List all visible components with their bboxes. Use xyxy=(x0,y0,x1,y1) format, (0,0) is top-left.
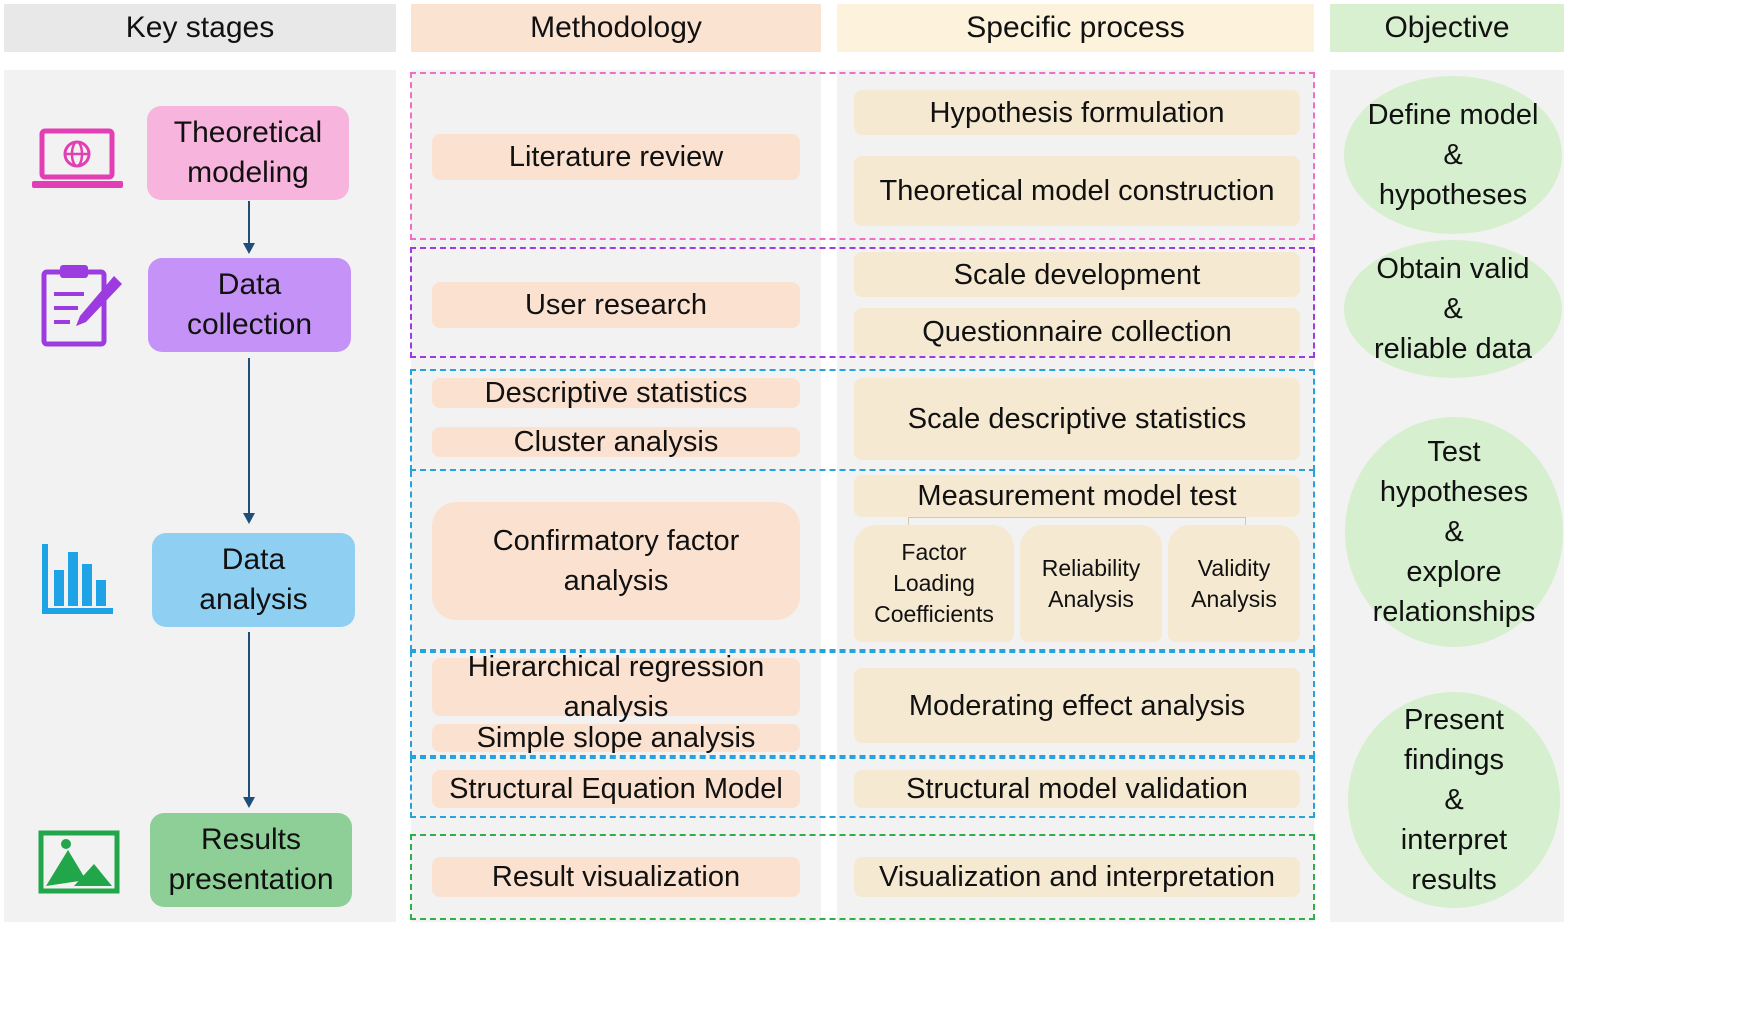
stage-results-presentation: Results presentation xyxy=(150,813,352,907)
method-structural-equation-model: Structural Equation Model xyxy=(432,770,800,808)
header-specific-process: Specific process xyxy=(837,4,1314,52)
stage-theoretical-modeling: Theoretical modeling xyxy=(147,106,349,200)
group-regression xyxy=(410,651,1315,757)
stage-data-analysis: Data analysis xyxy=(152,533,355,627)
objective-test-hypotheses: Test hypotheses & explore relationships xyxy=(1345,417,1563,647)
key-stages-column xyxy=(4,70,396,922)
header-objective: Objective xyxy=(1330,4,1564,52)
process-visualization-interpretation: Visualization and interpretation xyxy=(854,857,1300,897)
method-simple-slope: Simple slope analysis xyxy=(432,722,800,754)
group-cfa xyxy=(410,471,1315,651)
process-structural-model-validation: Structural model validation xyxy=(854,770,1300,808)
process-measurement-model-test: Measurement model test xyxy=(854,475,1300,517)
group-results-presentation xyxy=(410,834,1315,920)
process-questionnaire-collection: Questionnaire collection xyxy=(854,308,1300,356)
group-descriptive xyxy=(410,369,1315,471)
arrow-2 xyxy=(248,358,250,514)
stage-data-collection: Data collection xyxy=(148,258,351,352)
group-data-collection xyxy=(410,247,1315,358)
objective-define-model: Define model & hypotheses xyxy=(1344,76,1562,234)
method-user-research: User research xyxy=(432,282,800,328)
method-confirmatory-factor-analysis: Confirmatory factor analysis xyxy=(432,502,800,620)
arrow-1 xyxy=(248,201,250,244)
process-scale-descriptive-statistics: Scale descriptive statistics xyxy=(854,378,1300,460)
bar-chart-icon xyxy=(42,544,113,614)
arrow-3 xyxy=(248,632,250,798)
process-moderating-effect: Moderating effect analysis xyxy=(854,668,1300,743)
group-sem xyxy=(410,757,1315,818)
process-hypothesis-formulation: Hypothesis formulation xyxy=(854,90,1300,135)
header-methodology: Methodology xyxy=(411,4,821,52)
objective-present-findings: Present findings & interpret results xyxy=(1348,692,1560,908)
objective-obtain-data: Obtain valid & reliable data xyxy=(1344,240,1562,378)
clipboard-pencil-icon xyxy=(41,265,122,347)
process-reliability-analysis: Reliability Analysis xyxy=(1020,525,1162,642)
arrow-3-head xyxy=(243,797,255,808)
process-theoretical-model-construction: Theoretical model construction xyxy=(854,156,1300,226)
laptop-globe-icon xyxy=(32,128,123,188)
measurement-bracket xyxy=(908,517,1246,525)
process-scale-development: Scale development xyxy=(854,252,1300,297)
method-result-visualization: Result visualization xyxy=(432,857,800,897)
method-literature-review: Literature review xyxy=(432,134,800,180)
process-validity-analysis: Validity Analysis xyxy=(1168,525,1300,642)
arrow-2-head xyxy=(243,513,255,524)
header-key-stages: Key stages xyxy=(4,4,396,52)
picture-icon xyxy=(38,830,120,894)
group-theoretical-modeling xyxy=(410,72,1315,240)
process-factor-loading: Factor Loading Coefficients xyxy=(854,525,1014,642)
method-cluster-analysis: Cluster analysis xyxy=(432,426,800,458)
arrow-1-head xyxy=(243,243,255,254)
method-descriptive-statistics: Descriptive statistics xyxy=(432,377,800,409)
